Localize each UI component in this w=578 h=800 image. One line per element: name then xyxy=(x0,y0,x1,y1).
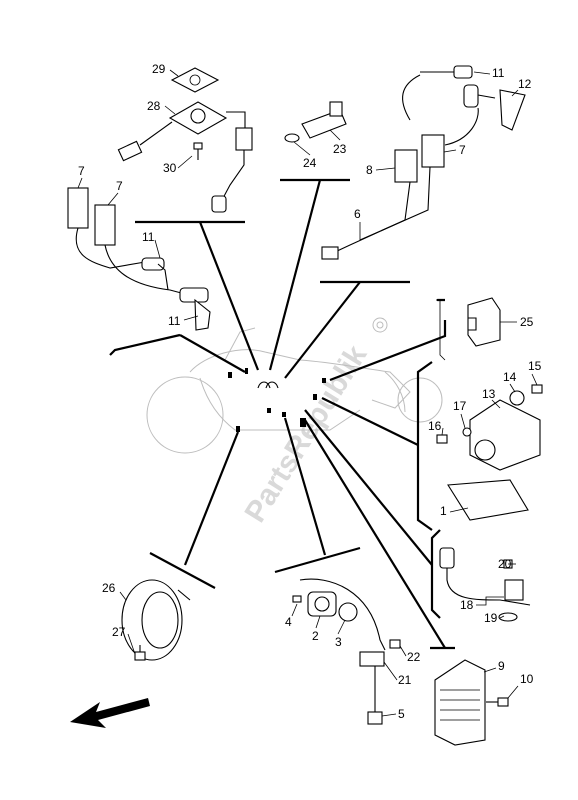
label-4: 4 xyxy=(285,615,292,629)
sensor-assembly-18-20 xyxy=(439,547,531,622)
label-23: 23 xyxy=(333,142,347,156)
part-30-screw xyxy=(193,142,203,160)
callout-lines xyxy=(109,178,455,650)
label-11c: 11 xyxy=(492,66,505,80)
label-6: 6 xyxy=(354,207,361,221)
arrow-left-down-icon xyxy=(70,698,150,728)
label-7c: 7 xyxy=(459,143,466,157)
label-13: 13 xyxy=(482,387,496,401)
label-7a: 7 xyxy=(78,164,85,178)
label-11b: 11 xyxy=(168,314,181,328)
label-20: 20 xyxy=(498,557,512,571)
label-1: 1 xyxy=(440,504,447,518)
label-29: 29 xyxy=(152,62,166,76)
label-2: 2 xyxy=(312,629,319,643)
label-19: 19 xyxy=(484,611,498,625)
label-16: 16 xyxy=(428,419,442,433)
label-26: 26 xyxy=(102,581,116,595)
label-14: 14 xyxy=(503,370,517,384)
part-24-washer xyxy=(284,133,300,143)
watermark: PartsRepublik xyxy=(239,317,388,528)
part-10-bolt xyxy=(486,697,509,707)
starter-relay-assembly xyxy=(436,384,543,521)
part-23-temp-sensor xyxy=(301,101,347,139)
label-25: 25 xyxy=(520,315,534,329)
part-25-relay xyxy=(467,297,501,347)
label-28: 28 xyxy=(147,99,161,113)
label-17: 17 xyxy=(453,399,467,413)
label-15: 15 xyxy=(528,359,542,373)
part-26-horn xyxy=(121,579,191,661)
label-8: 8 xyxy=(366,163,373,177)
part-9-rectifier xyxy=(434,659,486,746)
label-24: 24 xyxy=(303,156,317,170)
gear-watermark-icon xyxy=(372,317,388,333)
label-22: 22 xyxy=(407,650,421,664)
ignition-coils-left xyxy=(67,187,211,331)
label-21: 21 xyxy=(398,673,412,687)
label-7b: 7 xyxy=(116,179,123,193)
part-28-sensor-plate xyxy=(117,101,253,213)
label-10: 10 xyxy=(520,672,534,686)
part-number-labels: 29 28 30 24 23 7 7 11 11 11 12 7 8 6 25 … xyxy=(78,62,542,721)
part-29-gasket xyxy=(170,67,220,93)
part-27-bolt xyxy=(134,645,146,661)
label-3: 3 xyxy=(335,635,342,649)
label-5: 5 xyxy=(398,707,405,721)
speed-sensor-assembly xyxy=(292,578,401,725)
label-18: 18 xyxy=(460,598,474,612)
label-27: 27 xyxy=(112,625,126,639)
label-11a: 11 xyxy=(142,230,155,244)
label-leader-ticks xyxy=(77,69,538,717)
label-30: 30 xyxy=(163,161,177,175)
ignition-coils-right xyxy=(321,65,526,260)
label-12: 12 xyxy=(518,77,532,91)
label-9: 9 xyxy=(498,659,505,673)
